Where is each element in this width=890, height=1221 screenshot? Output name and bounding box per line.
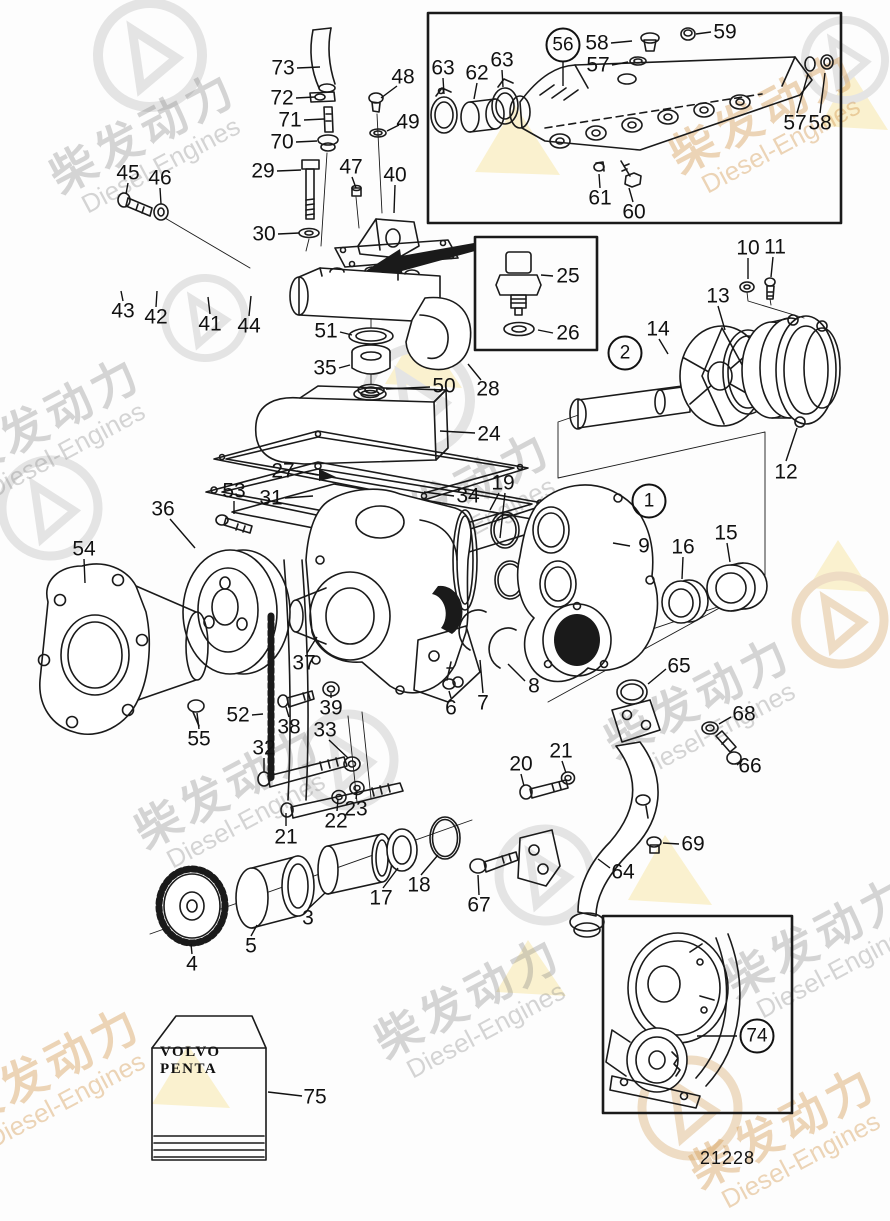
part-label-27: 27	[271, 459, 295, 483]
part-label-17: 17	[369, 886, 393, 910]
part-label-12: 12	[774, 460, 798, 484]
part-label-29: 29	[251, 159, 275, 183]
part-label-1: 1	[631, 483, 667, 519]
part-label-20: 20	[509, 752, 533, 776]
part-label-70: 70	[270, 130, 294, 154]
sensor-inset-art	[473, 235, 599, 352]
part-label-60: 60	[622, 200, 646, 224]
part-label-41: 41	[198, 312, 222, 336]
part-label-62: 62	[465, 61, 489, 85]
part-label-13: 13	[706, 284, 730, 308]
part-label-67: 67	[467, 893, 491, 917]
part-label-36: 36	[151, 497, 175, 521]
part-label-58: 58	[585, 31, 609, 55]
part-label-26: 26	[556, 321, 580, 345]
manifold-inset-art	[426, 11, 843, 225]
part-label-38: 38	[277, 715, 301, 739]
part-label-54: 54	[72, 537, 96, 561]
part-label-69: 69	[681, 832, 705, 856]
part-label-56: 56	[545, 27, 581, 63]
part-label-21: 21	[274, 825, 298, 849]
part-label-66: 66	[738, 754, 762, 778]
part-label-4: 4	[186, 952, 198, 976]
part-label-48: 48	[391, 65, 415, 89]
part-label-39: 39	[319, 696, 343, 720]
part-label-42: 42	[144, 305, 168, 329]
part-label-28: 28	[476, 377, 500, 401]
impeller-unit-art	[569, 277, 841, 430]
part-label-51: 51	[314, 319, 338, 343]
part-label-50: 50	[432, 374, 456, 398]
part-label-63: 63	[431, 56, 455, 80]
part-label-30: 30	[252, 222, 276, 246]
hose-and-fittings-art	[117, 27, 420, 269]
part-label-19: 19	[491, 471, 515, 495]
part-label-57: 57	[586, 53, 610, 77]
part-label-14: 14	[646, 317, 670, 341]
part-label-43: 43	[111, 299, 135, 323]
part-label-6: 6	[445, 696, 457, 720]
part-label-44: 44	[237, 314, 261, 338]
brand-line2: PENTA	[160, 1060, 218, 1077]
part-label-35: 35	[313, 356, 337, 380]
diagram-artwork	[37, 11, 843, 1161]
volvo-penta-box-label: VOLVO PENTA	[160, 1044, 221, 1077]
brand-logo-watermark	[93, 0, 207, 112]
part-label-71: 71	[278, 108, 302, 132]
part-label-37: 37	[292, 651, 316, 675]
part-label-11: 11	[764, 235, 786, 259]
part-label-31: 31	[259, 486, 283, 510]
pulley-cover-art	[37, 514, 372, 803]
part-label-49: 49	[396, 110, 420, 134]
thermostat-housing-art	[254, 239, 472, 465]
part-label-40: 40	[383, 163, 407, 187]
part-label-21: 21	[549, 739, 573, 763]
part-label-47: 47	[339, 155, 363, 179]
water-pump-art	[288, 488, 517, 703]
part-label-74: 74	[739, 1018, 775, 1054]
part-label-68: 68	[732, 702, 756, 726]
part-label-32: 32	[252, 736, 276, 760]
part-label-58: 58	[808, 111, 832, 135]
part-label-52: 52	[226, 703, 250, 727]
part-label-5: 5	[245, 934, 257, 958]
part-label-34: 34	[456, 484, 480, 508]
part-label-18: 18	[407, 873, 431, 897]
part-label-73: 73	[271, 56, 295, 80]
figure-number: 21228	[700, 1148, 756, 1168]
part-label-64: 64	[611, 860, 635, 884]
part-label-59: 59	[713, 20, 737, 44]
part-label-22: 22	[324, 809, 348, 833]
brand-line1: VOLVO	[160, 1044, 221, 1060]
part-label-7: 7	[477, 691, 489, 715]
part-label-72: 72	[270, 86, 294, 110]
part-label-8: 8	[528, 674, 540, 698]
part-label-33: 33	[313, 718, 337, 742]
housing9-art	[516, 484, 768, 683]
tensioner-inset-art	[601, 914, 794, 1115]
part-label-65: 65	[667, 654, 691, 678]
part-label-23: 23	[344, 797, 368, 821]
part-label-25: 25	[556, 264, 580, 288]
part-label-16: 16	[671, 535, 695, 559]
part-label-55: 55	[187, 727, 211, 751]
part-label-53: 53	[222, 479, 246, 503]
part-label-46: 46	[148, 166, 172, 190]
leader-lines	[83, 31, 826, 1097]
part-label-10: 10	[736, 236, 760, 260]
part-label-57: 57	[783, 111, 807, 135]
part-label-63: 63	[490, 48, 514, 72]
part-label-3: 3	[302, 906, 314, 930]
part-label-15: 15	[714, 521, 738, 545]
part-label-61: 61	[588, 186, 612, 210]
left-bolt-group-art	[187, 681, 404, 819]
pipe64-art	[469, 679, 742, 938]
part-label-75: 75	[303, 1085, 327, 1109]
shaft-parts-art	[149, 816, 473, 947]
part-label-2: 2	[607, 335, 643, 371]
part-label-45: 45	[116, 161, 140, 185]
part-label-9: 9	[638, 534, 650, 558]
parts-box-art	[151, 1015, 267, 1161]
part-label-24: 24	[477, 422, 501, 446]
